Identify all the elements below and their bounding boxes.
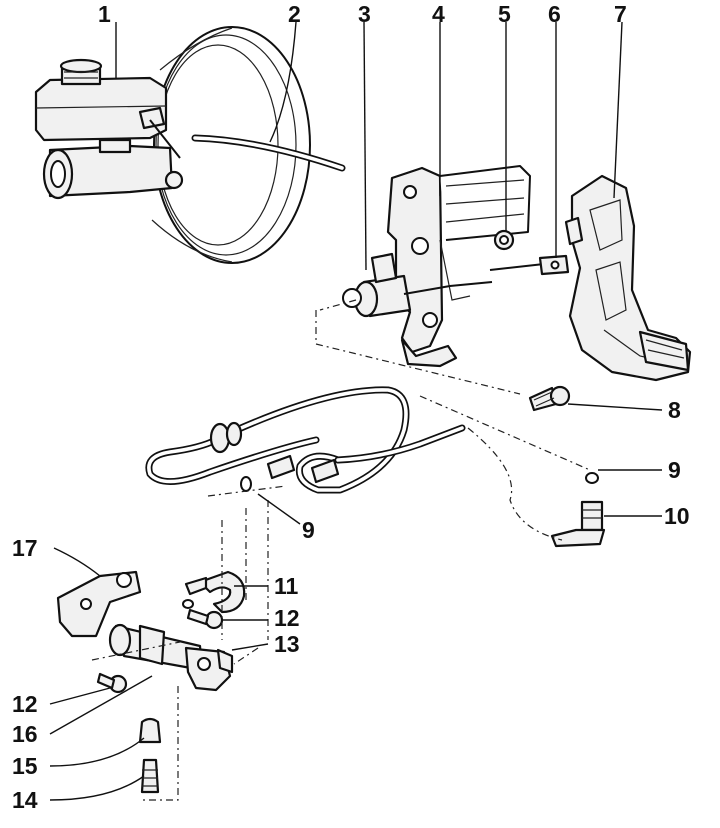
mounting-bolt [96,672,128,694]
clutch-pedal [564,174,692,382]
callout-1: 1 [98,1,111,27]
callout-9-left: 9 [302,517,315,543]
line-fitting-grommet [209,421,243,454]
callout-5: 5 [498,1,511,27]
mounting-bolt [186,608,224,630]
pressure-line [145,386,466,494]
callout-4: 4 [432,1,445,27]
callout-2: 2 [288,1,301,27]
bolt [528,385,571,412]
callout-14: 14 [12,787,38,813]
assembly-reference-lines [91,299,591,801]
callout-16: 16 [12,721,38,747]
callout-9-right: 9 [668,457,681,483]
callout-labels: 1 2 3 4 5 6 7 8 9 10 9 17 11 12 13 12 16… [12,1,690,813]
callout-12-upper: 12 [274,605,300,631]
nut [493,229,515,251]
callout-6: 6 [548,1,561,27]
retaining-clip [184,570,246,614]
bleeder-valve [140,758,160,794]
bleeder-dust-cap [138,717,162,744]
o-ring [240,476,252,492]
leader-lines [49,21,663,801]
callout-11: 11 [274,573,299,599]
callout-7: 7 [614,1,627,27]
callout-10: 10 [664,503,690,529]
pushrod-clevis [489,254,570,276]
callout-13: 13 [274,631,300,657]
brake-master-cylinder [34,58,184,200]
callout-8: 8 [668,397,681,423]
clutch-slave-cylinder [108,623,234,692]
line-union-fitting [266,454,340,484]
pedal-bracket [386,165,531,368]
clutch-master-cylinder [342,252,493,318]
callout-12-lower: 12 [12,691,38,717]
slave-cylinder-bracket [56,570,142,638]
reservoir-feed-hose [191,134,346,172]
callout-3: 3 [358,1,371,27]
o-ring [585,472,599,484]
hose-connector [550,500,606,548]
callout-17: 17 [12,535,38,561]
callout-15: 15 [12,753,38,779]
brake-booster [151,26,311,264]
washer [182,599,194,609]
